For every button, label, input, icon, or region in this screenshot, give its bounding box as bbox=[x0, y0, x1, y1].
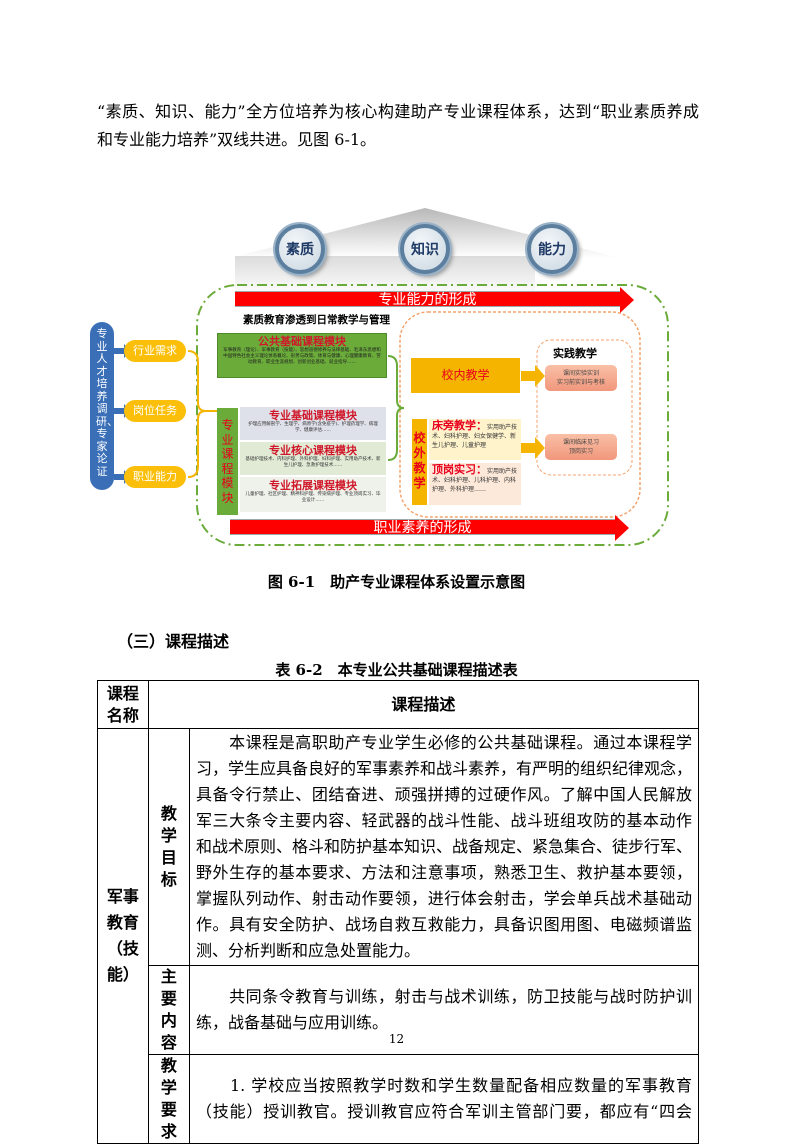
input-vocational-ability: 职业能力 bbox=[124, 466, 186, 488]
bedside-desc: 实用助产技术、妇科护理、妇女保健学、新生儿护理、儿童护理 bbox=[432, 424, 518, 449]
page-number: 12 bbox=[388, 1032, 405, 1046]
green-brace bbox=[387, 355, 405, 461]
module-desc: 儿童护理、社区护理、精神科护理、传染病护理、专业顶岗实习、毕业设计…… bbox=[245, 492, 381, 503]
module-desc: 护理应用解剖学、生理学、病原学(含免疫学)、护理药理学、病理学、健康评估…… bbox=[248, 422, 378, 433]
course-name-cell: 军事教育（技能） bbox=[97, 728, 149, 1144]
header-course-name: 课程名称 bbox=[97, 680, 149, 729]
intro-line: 和专业能力培养”双线共进。见图 6-1。 bbox=[97, 130, 377, 149]
internship-title: 顶岗实习： bbox=[432, 463, 487, 476]
professional-ability-arrow: 专业能力的形成 bbox=[235, 287, 634, 313]
module-title: 公共基础课程模块 bbox=[258, 335, 346, 348]
text-line: 掌握队列动作、射击动作要领，进行体会射击，学会单兵战术基础动 bbox=[195, 889, 692, 908]
arrow-icon bbox=[521, 365, 545, 387]
header-course-desc: 课程描述 bbox=[147, 680, 700, 729]
text-line: 练，战备基础与应用训练。 bbox=[195, 1013, 388, 1032]
internship-desc: 实用助产技术、妇科护理、儿科护理、内科护理、外科护理…… bbox=[432, 468, 518, 493]
text-line: 本课程是高职助产专业学生必修的公共基础课程。通过本课程学 bbox=[195, 733, 692, 752]
practice-box-lab: 课间实验实训实习前实训与考核 bbox=[545, 365, 617, 391]
row-label: 教学要求 bbox=[147, 1054, 190, 1144]
basic-module: 专业基础课程模块护理应用解剖学、生理学、病原学(含免疫学)、护理药理学、病理学、… bbox=[240, 407, 386, 440]
module-title: 专业基础课程模块 bbox=[269, 409, 357, 422]
text-line: 军三大条令主要内容、轻武器的战斗性能、战斗班组攻防的基本动作 bbox=[195, 811, 692, 830]
text-line: 1. 学校应当按照教学时数和学生数量配备相应数量的军事教育 bbox=[195, 1076, 692, 1095]
text-line: （技能）授训教官。授训教官应符合军训主管部门要，都应有“四会 bbox=[195, 1102, 692, 1121]
extension-module: 专业拓展课程模块儿童护理、社区护理、精神科护理、传染病护理、专业顶岗实习、毕业设… bbox=[240, 477, 386, 512]
practice-box-clinical: 课间临床见习顶岗实习 bbox=[545, 434, 617, 460]
pillar-quality: 素质 bbox=[275, 224, 325, 274]
module-desc: 军事教育（理论）、军事教育（技能）、思想道德修养与法律基础、毛泽东思想和中国特色… bbox=[223, 348, 381, 365]
on-campus-teaching: 校内教学 bbox=[411, 358, 520, 393]
practice-item: 课间实验实训 bbox=[562, 370, 599, 377]
practice-item: 顶岗实习 bbox=[568, 448, 593, 455]
table-title: 表 6-2 本专业公共基础课程描述表 bbox=[275, 661, 518, 679]
row-label: 教学目标 bbox=[147, 728, 190, 966]
practice-item: 课间临床见习 bbox=[562, 439, 599, 446]
practice-teaching-title: 实践教学 bbox=[553, 347, 597, 360]
internship-teaching: 顶岗实习：实用助产技术、妇科护理、儿科护理、内科护理、外科护理…… bbox=[429, 463, 521, 505]
pillar-ability: 能力 bbox=[527, 224, 577, 274]
bedside-title: 床旁教学： bbox=[432, 419, 487, 432]
input-job-tasks: 岗位任务 bbox=[124, 400, 186, 422]
practice-item: 实习前实训与考核 bbox=[556, 379, 605, 386]
text-line: 和战术原则、格斗和防护基本知识、战备规定、紧急集合、徒步行军、 bbox=[195, 837, 692, 856]
professional-module-label: 专业课程模块 bbox=[217, 408, 238, 515]
course-system-diagram: 素质 知识 能力 专业能力的形成 职业素养的形成 专业人才培养调研、专家论证 行… bbox=[0, 0, 793, 560]
arrow-icon bbox=[114, 404, 130, 418]
outer-dashed-frame bbox=[196, 284, 669, 546]
text-line: 具备令行禁止、团结奋进、顽强拼搏的过硬作风。了解中国人民解放 bbox=[195, 785, 692, 804]
input-industry-demand: 行业需求 bbox=[124, 340, 186, 362]
teaching-dashed-frame bbox=[399, 311, 641, 518]
row-content: 共同条令教育与训练，射击与战术训练，防卫技能与战时防护训 练，战备基础与应用训练… bbox=[188, 965, 700, 1055]
off-campus-teaching: 校外教学 bbox=[412, 419, 427, 505]
arrow-icon bbox=[114, 344, 130, 358]
intro-paragraph: “素质、知识、能力”全方位培养为核心构建助产专业课程体系，达到“职业素质养成 和… bbox=[97, 98, 699, 154]
row-content: 本课程是高职助产专业学生必修的公共基础课程。通过本课程学 习，学生应具备良好的军… bbox=[188, 728, 700, 966]
text-line: 习，学生应具备良好的军事素养和战斗素养，有严明的组织纪律观念， bbox=[195, 759, 692, 778]
arrow-icon bbox=[114, 470, 130, 484]
row-content: 1. 学校应当按照教学时数和学生数量配备相应数量的军事教育 （技能）授训教官。授… bbox=[188, 1054, 700, 1144]
professional-literacy-arrow: 职业素养的形成 bbox=[230, 515, 629, 541]
intro-line: “素质、知识、能力”全方位培养为核心构建助产专业课程体系，达到“职业素质养成 bbox=[97, 102, 699, 121]
quality-penetration-label: 素质教育渗透到日常教学与管理 bbox=[243, 314, 390, 326]
text-line: 野外生存的基本要求、方法和注意事项，熟悉卫生、救护基本要领， bbox=[195, 863, 692, 882]
text-line: 共同条令教育与训练，射击与战术训练，防卫技能与战时防护训 bbox=[195, 987, 692, 1006]
pillar-knowledge: 知识 bbox=[400, 224, 450, 274]
module-desc: 基础护理技术、内科护理、外科护理、妇科护理、实用助产技术、新生儿护理、急救护理技… bbox=[245, 457, 381, 468]
text-line: 测、分析判断和应急处置能力。 bbox=[195, 941, 420, 960]
public-module: 公共基础课程模块 军事教育（理论）、军事教育（技能）、思想道德修养与法律基础、毛… bbox=[217, 333, 387, 378]
research-box: 专业人才培养调研、专家论证 bbox=[90, 322, 118, 490]
course-description-table: 课程名称 课程描述 军事教育（技能） 教学目标 本课程是高职助产专业学生必修的公… bbox=[97, 680, 700, 1144]
module-title: 专业核心课程模块 bbox=[269, 444, 357, 457]
figure-caption: 图 6-1 助产专业课程体系设置示意图 bbox=[267, 573, 526, 591]
practice-dashed-frame bbox=[536, 339, 633, 476]
arrow-icon bbox=[521, 437, 545, 459]
core-module: 专业核心课程模块基础护理技术、内科护理、外科护理、妇科护理、实用助产技术、新生儿… bbox=[240, 442, 386, 475]
module-title: 专业拓展课程模块 bbox=[269, 479, 357, 492]
section-heading: （三）课程描述 bbox=[117, 632, 230, 651]
row-label: 主要内容 bbox=[147, 965, 190, 1055]
text-line: 作。具有安全防护、战场自救互救能力，具备识图用图、电磁频谱监 bbox=[195, 915, 692, 934]
bedside-teaching: 床旁教学：实用助产技术、妇科护理、妇女保健学、新生儿护理、儿童护理 bbox=[429, 419, 521, 460]
